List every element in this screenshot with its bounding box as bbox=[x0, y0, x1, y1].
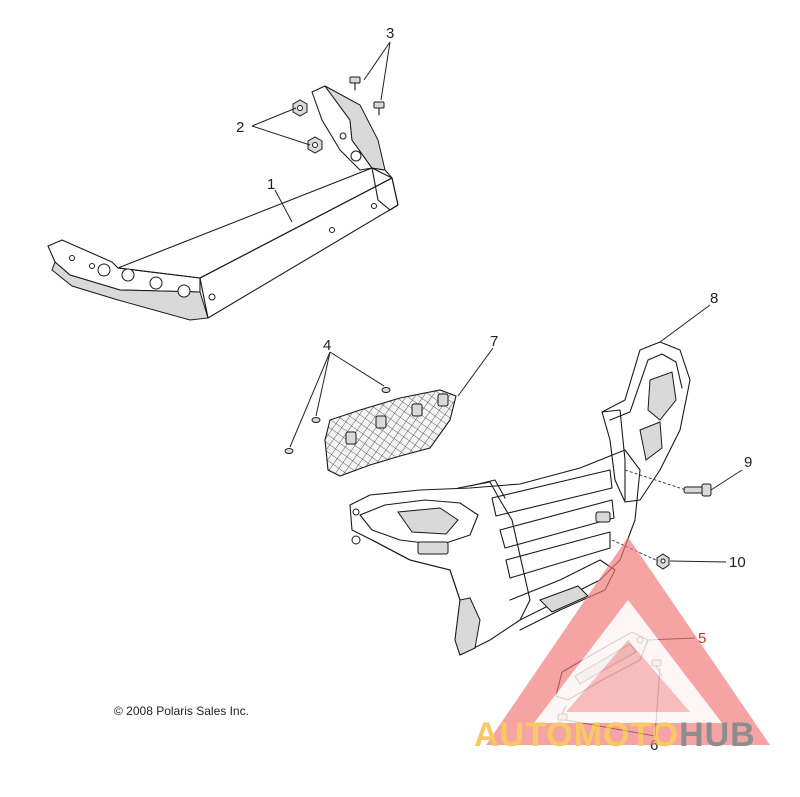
front-bumper bbox=[349, 341, 691, 656]
callout-10: 10 bbox=[729, 554, 746, 571]
mesh-grille bbox=[324, 389, 457, 477]
long-bolt bbox=[683, 483, 712, 497]
callout-1: 1 bbox=[267, 176, 275, 193]
callout-7: 7 bbox=[490, 333, 498, 350]
watermark-triangle-inner bbox=[534, 600, 722, 723]
callout-6: 6 bbox=[650, 737, 658, 754]
callout-4: 4 bbox=[323, 337, 331, 354]
watermark-brand-text: AUTOMOTOHUB bbox=[474, 716, 756, 754]
bumper-nut bbox=[656, 553, 670, 570]
watermark-brand-part1: AUTOMOTO bbox=[474, 716, 679, 754]
nut-fasteners bbox=[292, 99, 323, 154]
watermark-triangle-core bbox=[566, 640, 690, 712]
watermark-brand-part2: HUB bbox=[679, 716, 756, 754]
callout-labels: 1 2 3 4 5 6 7 8 9 10 bbox=[236, 25, 752, 754]
callout-9: 9 bbox=[744, 454, 752, 471]
callout-5: 5 bbox=[698, 630, 706, 647]
bolt-fasteners bbox=[349, 76, 385, 116]
callout-2: 2 bbox=[236, 119, 244, 136]
retainer-pins bbox=[284, 387, 431, 454]
callout-8: 8 bbox=[710, 290, 718, 307]
front-frame-bracket bbox=[47, 85, 399, 321]
callout-3: 3 bbox=[386, 25, 394, 42]
automotohub-watermark: AUTOMOTOHUB bbox=[474, 537, 770, 754]
copyright-notice: © 2008 Polaris Sales Inc. bbox=[114, 704, 249, 718]
